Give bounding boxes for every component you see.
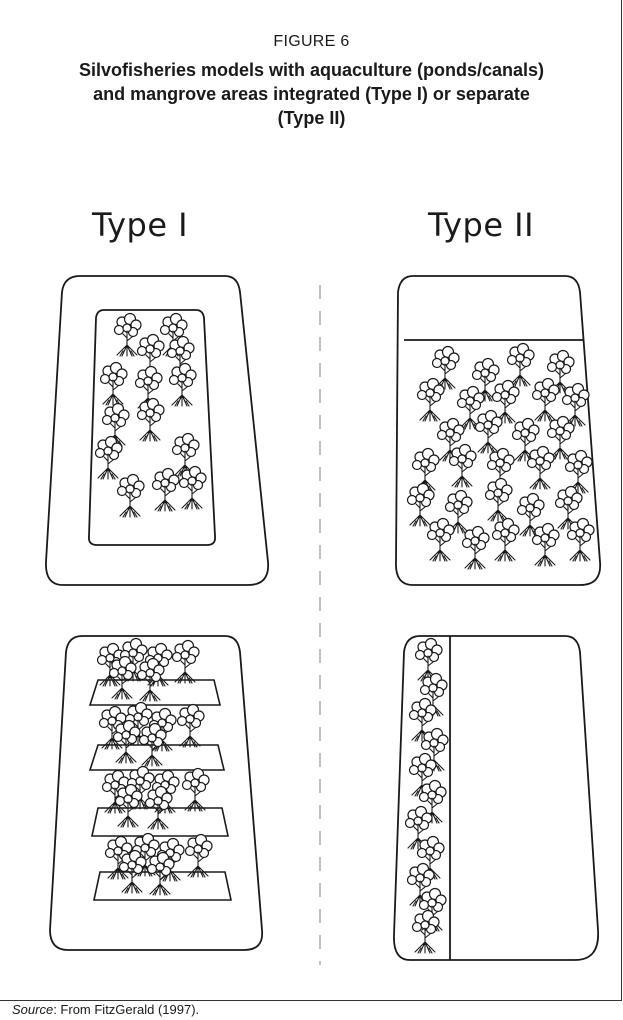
mangrove-area-outline — [88, 309, 216, 546]
pond-outline — [393, 635, 599, 961]
mangrove-tree-icon — [474, 409, 503, 454]
mangrove-tree-icon — [491, 517, 520, 562]
type-ii-heading: Type II — [428, 206, 535, 244]
source-label: Source — [12, 1002, 54, 1017]
type-ii-bottom-panel — [393, 635, 599, 961]
mangrove-tree-icon — [136, 397, 165, 442]
mangrove-tree-icon — [426, 517, 455, 562]
type-i-top-panel — [45, 275, 270, 586]
mangrove-tree-icon — [168, 362, 197, 407]
mangrove-tree-icon — [531, 522, 560, 567]
figure-title: Silvofisheries models with aquaculture (… — [78, 60, 545, 128]
mangrove-tree-icon — [94, 435, 123, 480]
mangrove-tree-icon — [406, 482, 435, 527]
mangrove-tree-icon — [461, 525, 490, 570]
mangrove-strip — [88, 679, 222, 706]
mangrove-tree-icon — [448, 443, 477, 488]
mangrove-trees — [406, 342, 595, 570]
mangrove-tree-icon — [178, 465, 207, 510]
type-i-bottom-panel — [49, 635, 264, 951]
pond-outline — [395, 275, 602, 586]
mangrove-tree-icon — [181, 767, 210, 812]
mangrove-tree-icon — [531, 377, 560, 422]
mangrove-tree-icon — [116, 473, 145, 518]
mangrove-tree-icon — [113, 312, 142, 357]
mangrove-tree-icon — [416, 377, 445, 422]
pond-outline — [45, 275, 270, 586]
mangrove-tree-icon — [146, 851, 175, 896]
mangrove-trees — [404, 637, 449, 954]
mangrove-strip — [88, 744, 226, 771]
mangrove-tree-icon — [171, 639, 200, 684]
mangrove-tree-icon — [112, 719, 141, 764]
mangrove-trees — [96, 637, 213, 896]
pond-outline — [49, 635, 264, 951]
type-i-heading: Type I — [92, 206, 189, 244]
mangrove-tree-icon — [151, 467, 180, 512]
mangrove-tree-icon — [108, 655, 137, 700]
mangrove-tree-icon — [506, 342, 535, 387]
figure-number: FIGURE 6 — [273, 33, 350, 50]
source-text: : From FitzGerald (1997). — [53, 1002, 200, 1017]
mangrove-trees — [94, 312, 207, 518]
type-ii-top-panel — [395, 275, 602, 586]
mangrove-strip — [93, 871, 232, 901]
mangrove-tree-icon — [176, 703, 205, 748]
mangrove-strip — [91, 807, 229, 837]
mangrove-tree-icon — [484, 477, 513, 522]
mangrove-tree-icon — [566, 517, 595, 562]
figure-frame — [0, 0, 622, 1001]
mangrove-tree-icon — [526, 445, 555, 490]
mangrove-tree-icon — [546, 415, 575, 460]
mangrove-tree-icon — [114, 783, 143, 828]
figure-source: Source: From FitzGerald (1997). — [12, 1002, 199, 1017]
mangrove-tree-icon — [411, 909, 440, 954]
mangrove-tree-icon — [99, 361, 128, 406]
mangrove-tree-icon — [184, 833, 213, 878]
